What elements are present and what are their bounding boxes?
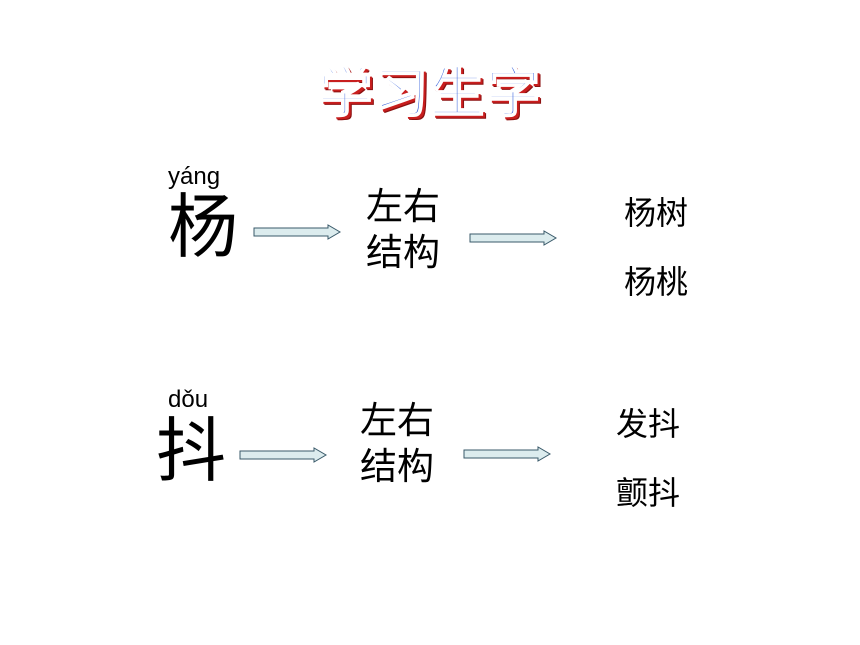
character-yang: 杨 (168, 186, 238, 268)
word-1: 发抖 (616, 405, 681, 443)
arrow-icon (239, 447, 327, 463)
pinyin-dou: dǒu (168, 386, 209, 413)
pinyin-yang: yáng (168, 163, 221, 190)
structure-line2: 结构 (360, 445, 434, 488)
structure-line1: 左右 (366, 185, 440, 228)
structure-label: 左右 结构 (366, 184, 440, 276)
word-2: 杨桃 (624, 263, 689, 301)
arrow-icon (463, 446, 551, 462)
arrow-icon (253, 224, 341, 240)
page-title: 学习生字 (317, 60, 542, 125)
arrow-icon (469, 230, 557, 246)
word-1: 杨树 (624, 194, 689, 232)
structure-label: 左右 结构 (360, 398, 434, 490)
character-dou: 抖 (156, 410, 226, 492)
word-2: 颤抖 (616, 474, 681, 512)
structure-line2: 结构 (366, 231, 440, 274)
structure-line1: 左右 (360, 399, 434, 442)
